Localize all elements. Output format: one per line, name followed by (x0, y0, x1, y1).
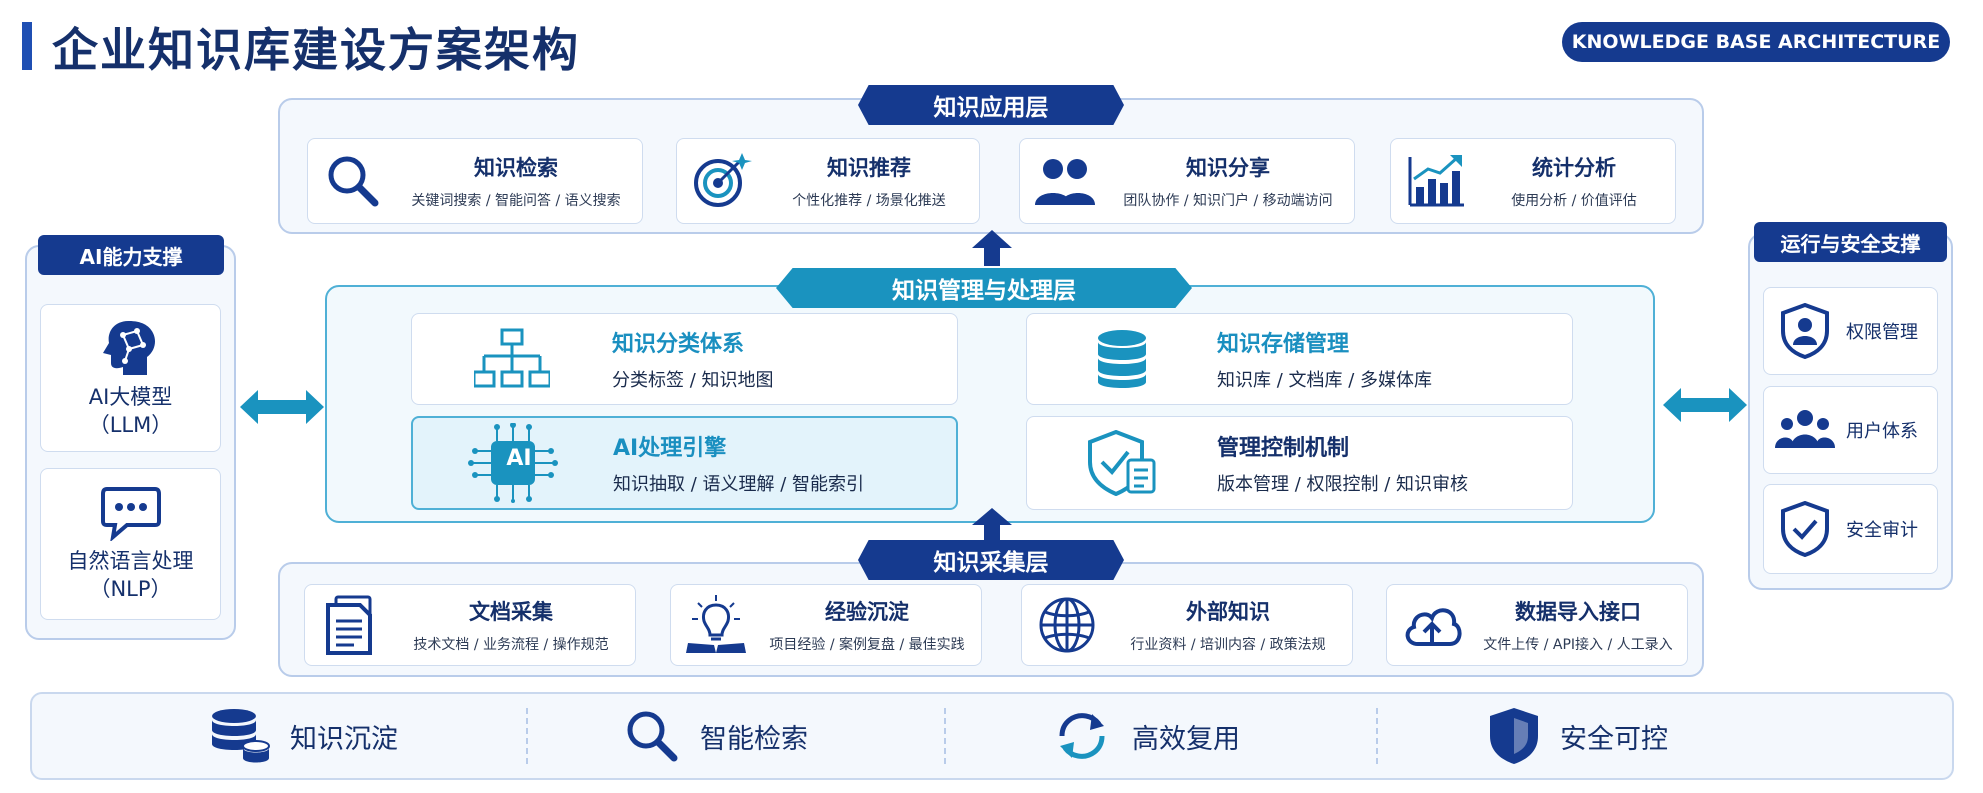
card-taxonomy[interactable]: 知识分类体系分类标签 / 知识地图 (411, 313, 958, 405)
ops-item-user-system[interactable]: 用户体系 (1763, 386, 1938, 474)
up-arrow-icon (970, 508, 1014, 546)
chat-bubble-icon (100, 486, 161, 541)
hierarchy-icon (412, 328, 612, 390)
card-desc: 团队协作 / 知识门户 / 移动端访问 (1123, 193, 1333, 209)
ops-item-label: 权限管理 (1846, 322, 1918, 343)
benefit-label: 安全可控 (1560, 723, 1668, 755)
bar-chart-icon (1391, 153, 1481, 209)
card-title: 文档采集 (469, 600, 553, 624)
card-data-import[interactable]: 数据导入接口文件上传 / API接入 / 人工录入 (1386, 584, 1688, 666)
card-title: 数据导入接口 (1515, 600, 1641, 624)
architecture-badge: KNOWLEDGE BASE ARCHITECTURE (1562, 22, 1950, 62)
ai-llm-line1: AI大模型 (88, 384, 173, 409)
card-desc: 行业资料 / 培训内容 / 政策法规 (1130, 637, 1326, 653)
card-knowledge-search[interactable]: 知识检索关键词搜索 / 智能问答 / 语义搜索 (307, 138, 643, 224)
card-desc: 关键词搜索 / 智能问答 / 语义搜索 (411, 193, 621, 209)
card-knowledge-share[interactable]: 知识分享团队协作 / 知识门户 / 移动端访问 (1019, 138, 1355, 224)
benefit-efficient-reuse: 高效复用 (1052, 708, 1240, 764)
card-ai-engine[interactable]: AI AI处理引擎知识抽取 / 语义理解 / 智能索引 (411, 416, 958, 510)
card-title: 外部知识 (1186, 600, 1270, 624)
benefit-smart-search: 智能检索 (624, 708, 808, 764)
application-layer-label: 知识应用层 (858, 85, 1124, 125)
benefits-bar (30, 692, 1954, 780)
card-desc: 个性化推荐 / 场景化推送 (792, 193, 946, 209)
ops-item-label: 用户体系 (1846, 421, 1918, 442)
benefit-knowledge-accumulation: 知识沉淀 (210, 708, 398, 764)
card-control[interactable]: 管理控制机制版本管理 / 权限控制 / 知识审核 (1026, 416, 1573, 510)
database-stack-icon (212, 709, 270, 763)
card-desc: 项目经验 / 案例复盘 / 最佳实践 (769, 637, 965, 653)
card-statistics[interactable]: 统计分析使用分析 / 价值评估 (1390, 138, 1676, 224)
ai-nlp-item[interactable]: 自然语言处理 （NLP） (40, 468, 221, 620)
card-desc: 文件上传 / API接入 / 人工录入 (1483, 637, 1673, 653)
ai-llm-item[interactable]: AI大模型 （LLM） (40, 304, 221, 452)
card-external-knowledge[interactable]: 外部知识行业资料 / 培训内容 / 政策法规 (1021, 584, 1353, 666)
benefit-label: 高效复用 (1132, 723, 1240, 755)
up-arrow-icon (970, 230, 1014, 270)
shield-checklist-icon (1027, 430, 1217, 496)
ops-item-permission[interactable]: 权限管理 (1763, 287, 1938, 375)
page-title: 企业知识库建设方案架构 (52, 23, 580, 77)
card-knowledge-recommend[interactable]: 知识推荐个性化推荐 / 场景化推送 (676, 138, 980, 224)
divider (1376, 708, 1378, 764)
ai-chip-label: AI (506, 446, 532, 471)
card-title: 管理控制机制 (1217, 436, 1350, 461)
card-document-collection[interactable]: 文档采集技术文档 / 业务流程 / 操作规范 (304, 584, 636, 666)
benefit-secure-control: 安全可控 (1488, 706, 1668, 766)
shield-user-icon (1764, 303, 1846, 359)
target-icon (677, 151, 767, 211)
card-title: 知识分享 (1186, 156, 1270, 180)
benefit-label: 知识沉淀 (290, 723, 398, 755)
ops-item-audit[interactable]: 安全审计 (1763, 484, 1938, 574)
card-desc: 知识抽取 / 语义理解 / 智能索引 (613, 474, 865, 495)
card-desc: 版本管理 / 权限控制 / 知识审核 (1217, 474, 1469, 495)
ai-nlp-line2: （NLP） (89, 577, 172, 601)
ops-support-label: 运行与安全支撑 (1754, 222, 1947, 262)
divider (944, 708, 946, 764)
benefit-label: 智能检索 (700, 723, 808, 755)
card-desc: 分类标签 / 知识地图 (612, 370, 774, 391)
double-arrow-left-icon (240, 390, 324, 428)
card-title: 经验沉淀 (825, 600, 909, 624)
card-title: 知识推荐 (827, 156, 911, 180)
document-icon (305, 595, 395, 655)
shield-check-icon (1764, 501, 1846, 557)
card-title: AI处理引擎 (613, 436, 727, 461)
divider (526, 708, 528, 764)
card-title: 知识存储管理 (1217, 332, 1350, 357)
ops-item-label: 安全审计 (1846, 520, 1918, 541)
ai-support-label: AI能力支撑 (38, 235, 224, 275)
card-title: 统计分析 (1532, 156, 1616, 180)
refresh-icon (1059, 713, 1105, 759)
double-arrow-right-icon (1663, 388, 1747, 426)
cloud-upload-icon (1387, 600, 1477, 650)
card-desc: 使用分析 / 价值评估 (1511, 193, 1637, 209)
search-icon (627, 711, 678, 762)
ai-llm-line2: （LLM） (88, 413, 173, 437)
card-storage[interactable]: 知识存储管理知识库 / 文档库 / 多媒体库 (1026, 313, 1573, 405)
title-accent-bar (22, 22, 32, 70)
card-title: 知识检索 (474, 156, 558, 180)
users-icon (1020, 153, 1110, 209)
card-desc: 技术文档 / 业务流程 / 操作规范 (413, 637, 609, 653)
shield-icon (1490, 708, 1538, 764)
ai-nlp-line1: 自然语言处理 (67, 548, 194, 573)
ai-head-icon (102, 320, 155, 375)
globe-icon (1022, 595, 1112, 655)
ai-chip-icon: AI (413, 423, 613, 503)
collection-layer-label: 知识采集层 (858, 540, 1124, 580)
search-icon (308, 151, 398, 211)
user-group-icon (1764, 408, 1846, 452)
database-icon (1027, 328, 1217, 390)
management-layer-label: 知识管理与处理层 (776, 268, 1192, 308)
card-experience[interactable]: 经验沉淀项目经验 / 案例复盘 / 最佳实践 (670, 584, 982, 666)
lightbulb-book-icon (671, 595, 761, 655)
card-desc: 知识库 / 文档库 / 多媒体库 (1217, 370, 1433, 391)
card-title: 知识分类体系 (612, 332, 745, 357)
